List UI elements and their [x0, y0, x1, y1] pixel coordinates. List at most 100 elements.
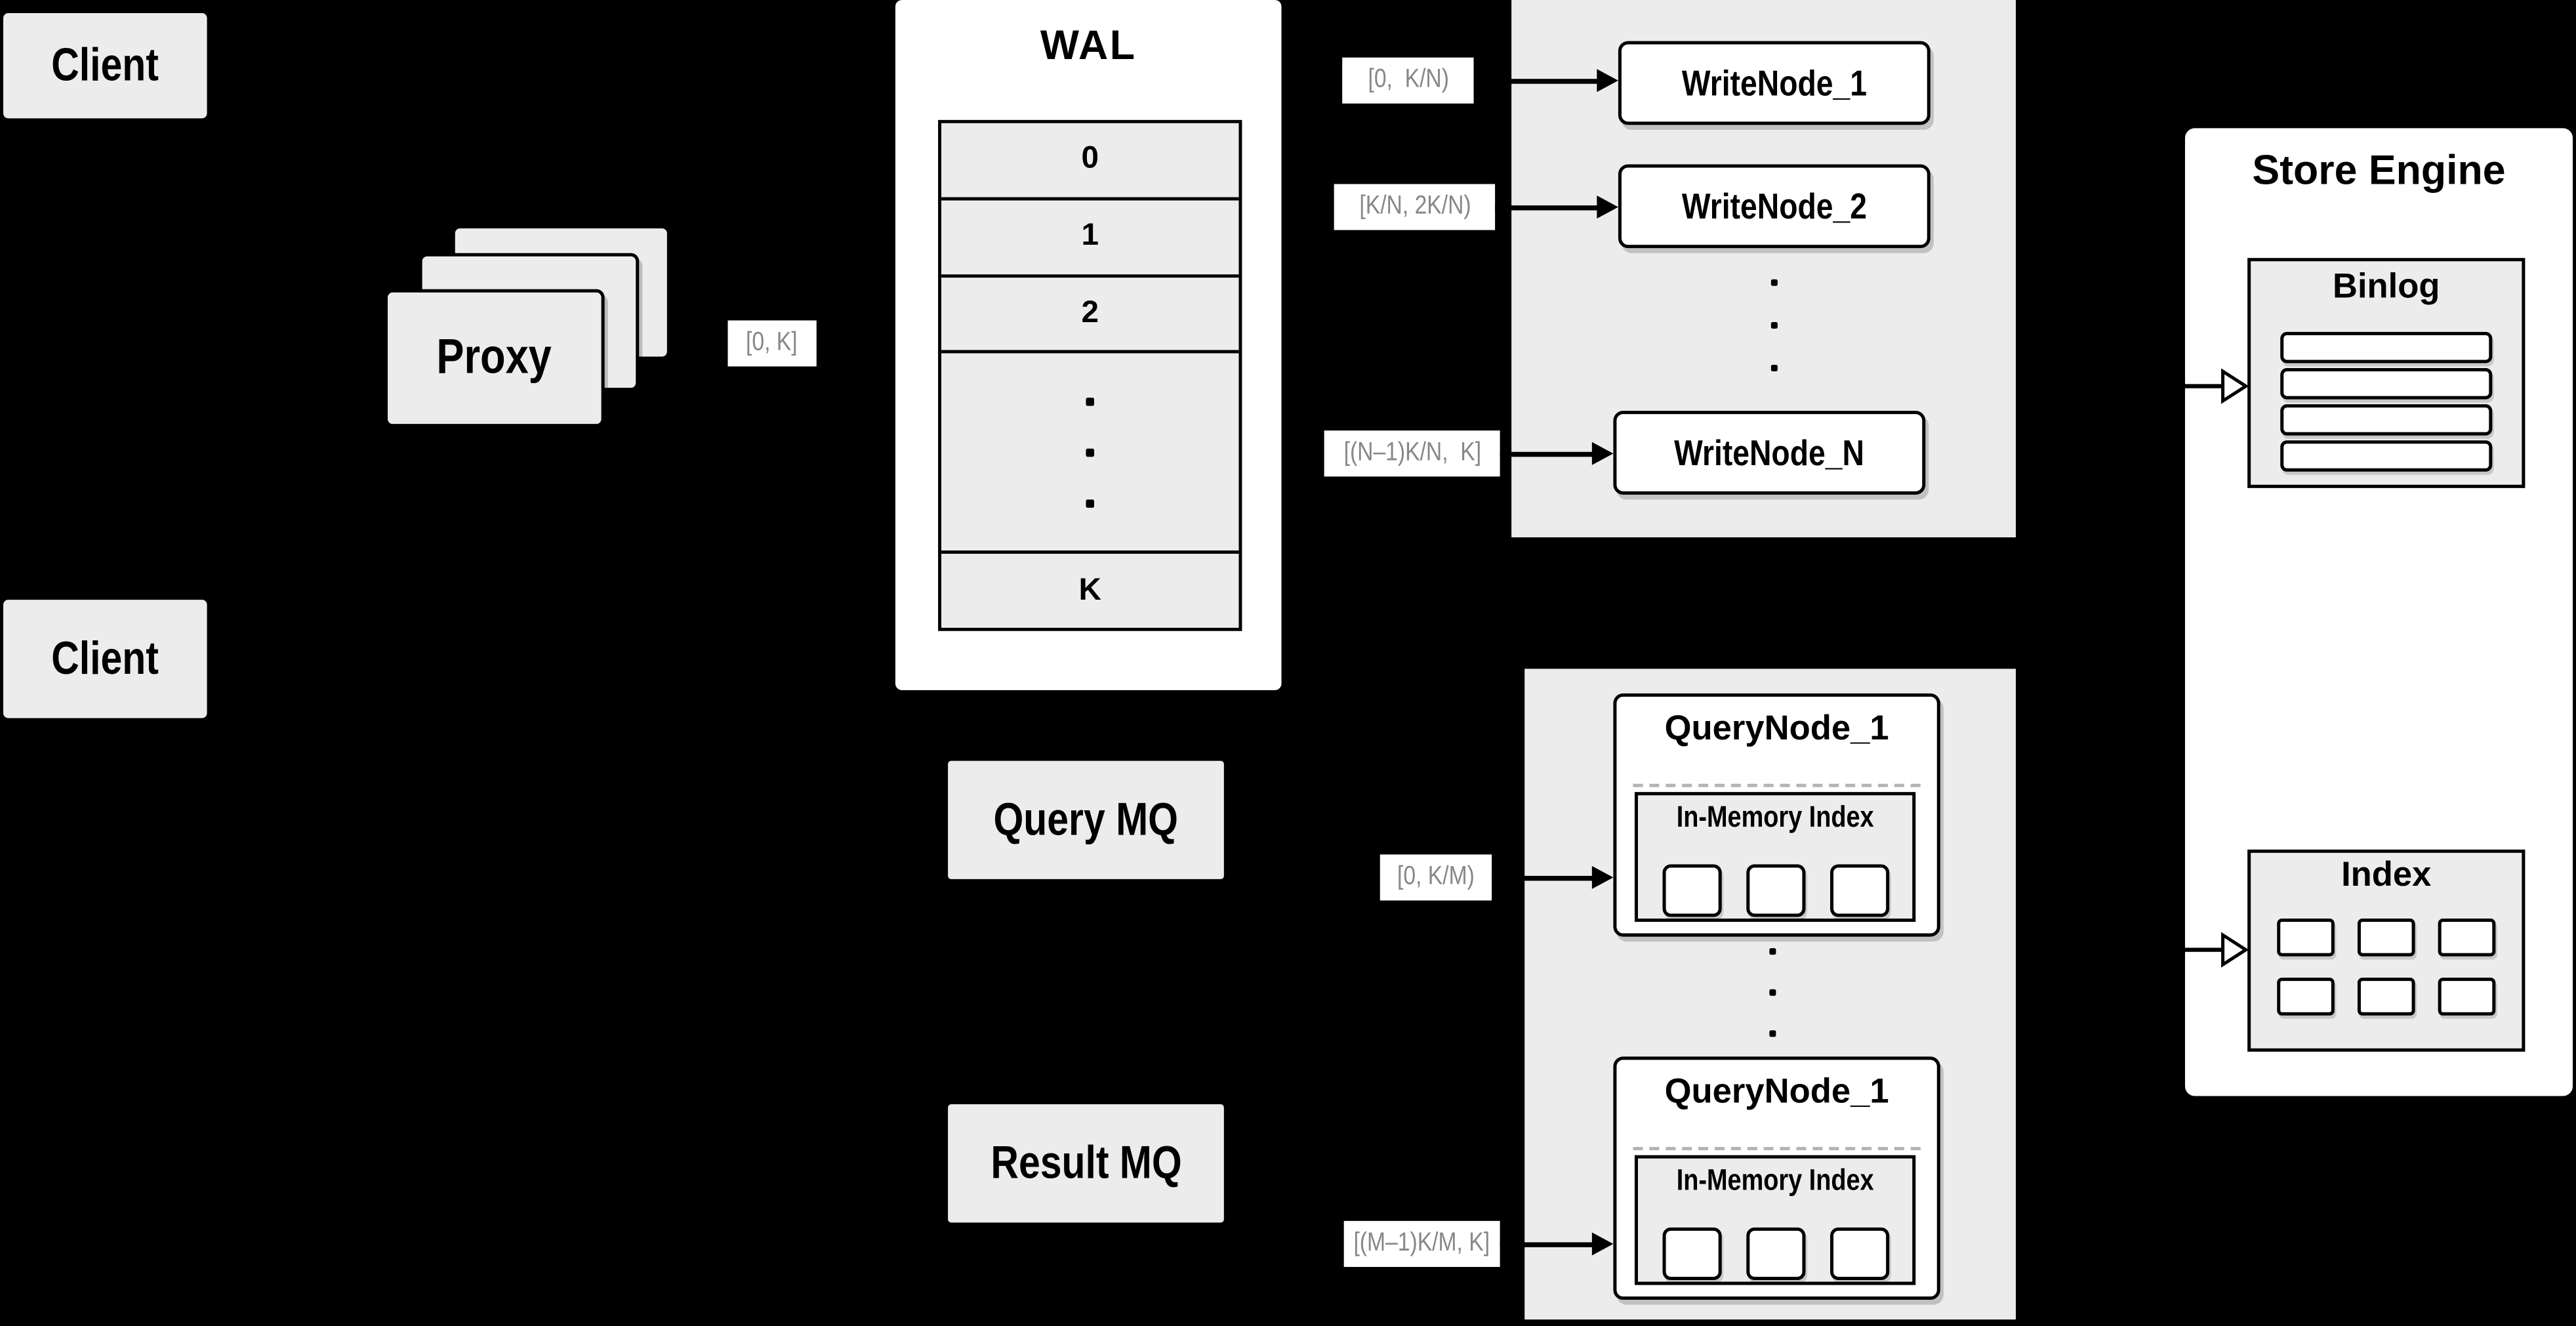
in-memory-index-box-top: In-Memory Index — [1634, 792, 1916, 922]
write-node-n: WriteNode_N — [1613, 411, 1926, 495]
binlog-title: Binlog — [2332, 268, 2440, 306]
binlog-row — [2280, 368, 2493, 400]
arrow-to-write-node-1 — [1473, 69, 1618, 93]
binlog-box: Binlog — [2247, 258, 2525, 488]
ellipsis-dot — [1770, 279, 1778, 286]
client-bottom-label: Client — [51, 632, 159, 684]
arrow-to-write-node-n — [1500, 442, 1614, 465]
arrow-head — [1591, 442, 1614, 465]
ellipsis-dot — [1086, 448, 1094, 457]
range-label-proxy-out: [0, K] — [727, 320, 817, 367]
arrow-to-write-node-2 — [1495, 196, 1618, 219]
query-node-divider — [1633, 783, 1921, 787]
wal-row-2: 2 — [941, 277, 1239, 354]
index-cell — [2277, 919, 2335, 957]
write-node-2-label: WriteNode_2 — [1681, 184, 1867, 226]
binlog-row — [2280, 404, 2493, 436]
client-box-bottom: Client — [3, 600, 207, 718]
index-cell — [2357, 978, 2415, 1016]
index-cell — [2357, 919, 2415, 957]
index-cell — [2277, 978, 2335, 1016]
range-label-proxy-out-text: [0, K] — [746, 328, 798, 357]
ellipsis-dot — [1769, 948, 1776, 955]
client-box-top: Client — [3, 13, 207, 119]
memory-cell — [1746, 1227, 1805, 1281]
wal-row-1: 1 — [941, 200, 1239, 278]
query-nodes-ellipsis — [1769, 948, 1776, 1037]
range-label-write-2: [K/N, 2K/N) — [1334, 184, 1496, 230]
index-row — [2251, 978, 2522, 1016]
range-label-query-1-text: [0, K/M) — [1397, 862, 1475, 891]
memory-cell — [1662, 864, 1721, 917]
write-node-2: WriteNode_2 — [1618, 164, 1931, 249]
wal-title: WAL — [1040, 23, 1137, 70]
memory-cell-row — [1638, 864, 1912, 917]
memory-cell — [1662, 1227, 1721, 1281]
store-engine-title: Store Engine — [2252, 148, 2506, 194]
query-node-divider — [1633, 1147, 1921, 1151]
ellipsis-dot — [1086, 397, 1094, 406]
ellipsis-dot — [1086, 499, 1094, 508]
arrow-head — [1597, 196, 1618, 219]
wal-row-k: K — [941, 554, 1239, 628]
write-node-n-label: WriteNode_N — [1674, 431, 1865, 473]
memory-cell — [1829, 1227, 1889, 1281]
store-engine-box: Store Engine Binlog Index — [2184, 128, 2573, 1096]
arrow-shaft — [1495, 205, 1599, 210]
range-label-write-n-text: [(N–1)K/N, K] — [1343, 438, 1481, 467]
result-mq-box: Result MQ — [948, 1104, 1224, 1223]
arrow-shaft — [1492, 875, 1594, 881]
in-memory-index-box-bottom: In-Memory Index — [1634, 1155, 1916, 1285]
ellipsis-dot — [1769, 1030, 1776, 1037]
arrow-head — [1591, 1232, 1614, 1256]
memory-cell — [1829, 864, 1889, 917]
ellipsis-dot — [1770, 321, 1778, 329]
index-row — [2251, 919, 2522, 957]
arrow-head — [1591, 865, 1614, 889]
wal-table: 0 1 2 K — [938, 119, 1242, 631]
memory-cell-row — [1638, 1227, 1912, 1281]
range-label-write-1: [0, K/N) — [1342, 57, 1474, 104]
binlog-row — [2280, 440, 2493, 472]
wal-row-0: 0 — [941, 123, 1239, 201]
index-box: Index — [2247, 849, 2525, 1052]
index-cell — [2438, 919, 2496, 957]
wal-row-ellipsis — [941, 354, 1239, 554]
write-node-1: WriteNode_1 — [1618, 41, 1931, 125]
query-mq-box: Query MQ — [948, 760, 1224, 879]
in-memory-index-top-title: In-Memory Index — [1676, 800, 1874, 833]
arrow-into-binlog — [2178, 368, 2248, 404]
ellipsis-dot — [1769, 989, 1776, 996]
wal-ellipsis — [1086, 397, 1094, 508]
range-label-query-m: [(M–1)K/M, K] — [1343, 1220, 1500, 1267]
arrow-into-index — [2178, 932, 2248, 968]
proxy-card-front: Proxy — [384, 289, 605, 428]
range-label-write-1-text: [0, K/N) — [1367, 66, 1449, 94]
binlog-row — [2280, 331, 2493, 363]
write-node-1-label: WriteNode_1 — [1681, 61, 1867, 103]
arrow-shaft — [1500, 451, 1594, 456]
range-label-write-n: [(N–1)K/N, K] — [1324, 430, 1500, 477]
arrow-shaft — [1473, 79, 1599, 83]
arrow-head — [1597, 69, 1618, 93]
query-node-top: QueryNode_1 In-Memory Index — [1613, 693, 1940, 937]
arrow-to-query-node-bottom — [1500, 1232, 1614, 1256]
query-mq-label: Query MQ — [993, 793, 1179, 845]
index-title: Index — [2341, 856, 2432, 894]
ellipsis-dot — [1770, 364, 1778, 372]
arrow-to-query-node-top — [1492, 865, 1614, 889]
query-node-bottom: QueryNode_1 In-Memory Index — [1613, 1056, 1940, 1300]
memory-cell — [1746, 864, 1805, 917]
result-mq-label: Result MQ — [990, 1137, 1182, 1188]
index-cell — [2438, 978, 2496, 1016]
wal-box: WAL 0 1 2 K — [895, 0, 1282, 690]
in-memory-index-bottom-title: In-Memory Index — [1676, 1163, 1874, 1197]
range-label-write-2-text: [K/N, 2K/N) — [1359, 192, 1471, 220]
query-node-top-title: QueryNode_1 — [1664, 709, 1889, 748]
client-top-label: Client — [51, 39, 159, 91]
arrow-shaft — [1500, 1242, 1594, 1247]
range-label-query-m-text: [(M–1)K/M, K] — [1353, 1229, 1490, 1257]
proxy-label: Proxy — [437, 330, 552, 385]
write-nodes-ellipsis — [1770, 279, 1778, 372]
